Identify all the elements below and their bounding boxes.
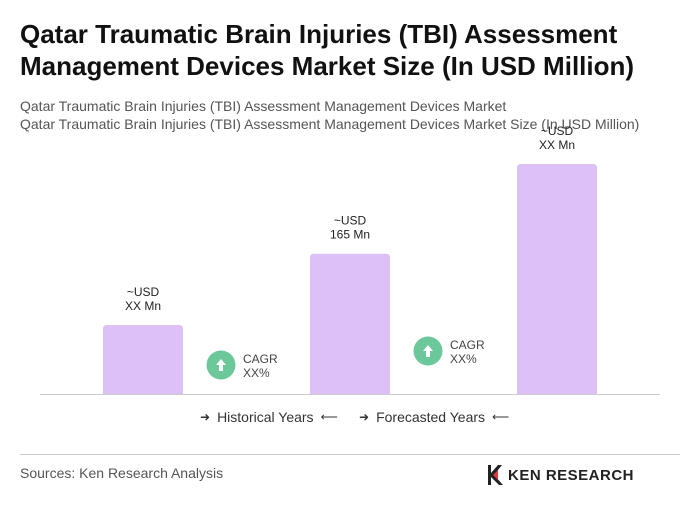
- bar-label-prefix: ~USD: [334, 214, 367, 228]
- cagr-value: XX%: [243, 366, 270, 380]
- chart-title: Qatar Traumatic Brain Injuries (TBI) Ass…: [20, 19, 635, 81]
- arrow-up-icon: [423, 345, 433, 357]
- bar-1: [103, 325, 183, 394]
- bar-2: [310, 253, 390, 394]
- ken-research-logo-icon: [488, 465, 503, 485]
- chart-subtitle-secondary: Qatar Traumatic Brain Injuries (TBI) Ass…: [20, 116, 640, 132]
- bar-value-label: 165 Mn: [330, 228, 370, 242]
- arrow-right-icon: ➜: [200, 410, 211, 424]
- arrow-right-icon: ➜: [359, 410, 370, 424]
- legend-historical: ➜ Historical Years ⟵: [200, 409, 338, 425]
- legend-forecasted: ➜ Forecasted Years ⟵: [359, 409, 509, 425]
- legend-forecasted-label: Forecasted Years: [376, 409, 486, 425]
- bar-3: [517, 164, 597, 394]
- bar-label-prefix: ~USD: [541, 124, 574, 138]
- arrow-left-icon: ⟵: [492, 410, 510, 424]
- cagr-label: CAGR: [243, 352, 278, 366]
- source-note: Sources: Ken Research Analysis: [20, 465, 224, 481]
- logo-text: KEN RESEARCH: [508, 466, 635, 484]
- bar-value-label: XX Mn: [539, 138, 575, 152]
- bar-value-label: XX Mn: [125, 299, 161, 313]
- ken-research-logo: KEN RESEARCH: [486, 463, 634, 487]
- bar-label-prefix: ~USD: [127, 285, 160, 299]
- arrow-up-icon: [216, 359, 226, 371]
- cagr-value: XX%: [450, 352, 477, 366]
- legend-historical-label: Historical Years: [217, 409, 314, 425]
- cagr-label: CAGR: [450, 338, 485, 352]
- footer-divider: [20, 454, 680, 455]
- arrow-left-icon: ⟵: [320, 410, 338, 424]
- chart-subtitle: Qatar Traumatic Brain Injuries (TBI) Ass…: [20, 98, 507, 114]
